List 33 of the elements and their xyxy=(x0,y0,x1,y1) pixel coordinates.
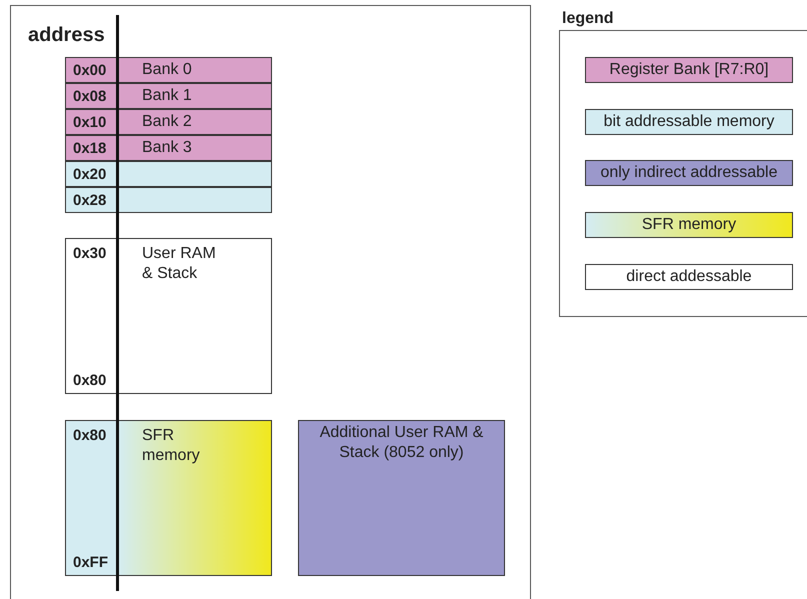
memory-row xyxy=(65,57,272,83)
memory-block xyxy=(298,420,505,576)
legend-swatch: Register Bank [R7:R0] xyxy=(585,57,793,83)
address-label: 0x08 xyxy=(73,88,106,105)
address-label: 0x30 xyxy=(73,245,106,262)
address-label: 0x28 xyxy=(73,192,106,209)
memory-block xyxy=(65,238,272,394)
memory-block xyxy=(65,420,272,576)
legend-swatch: only indirect addressable xyxy=(585,160,793,186)
bank-label: Bank 0 xyxy=(142,61,192,79)
block-label: Additional User RAM & Stack (8052 only) xyxy=(319,423,484,463)
block-label: User RAM & Stack xyxy=(142,244,217,284)
legend-swatch: direct addessable xyxy=(585,264,793,290)
legend-title: legend xyxy=(562,10,614,28)
memory-row xyxy=(65,83,272,109)
block-label: SFR memory xyxy=(142,426,201,466)
address-label: 0xFF xyxy=(73,554,108,571)
memory-row xyxy=(65,161,272,187)
memory-row xyxy=(65,135,272,161)
bank-label: Bank 2 xyxy=(142,113,192,131)
memory-row xyxy=(65,187,272,213)
address-label: 0x10 xyxy=(73,114,106,131)
legend-swatch: bit addressable memory xyxy=(585,108,793,135)
address-label: 0x20 xyxy=(73,166,106,183)
address-label: 0x80 xyxy=(73,427,106,444)
address-label: 0x80 xyxy=(73,372,106,389)
address-label: 0x00 xyxy=(73,62,106,79)
legend-swatch: SFR memory xyxy=(585,212,793,238)
axis-title: address xyxy=(28,24,105,47)
bank-label: Bank 3 xyxy=(142,139,192,157)
bank-label: Bank 1 xyxy=(142,87,192,105)
address-label: 0x18 xyxy=(73,140,106,157)
memory-row xyxy=(65,109,272,135)
